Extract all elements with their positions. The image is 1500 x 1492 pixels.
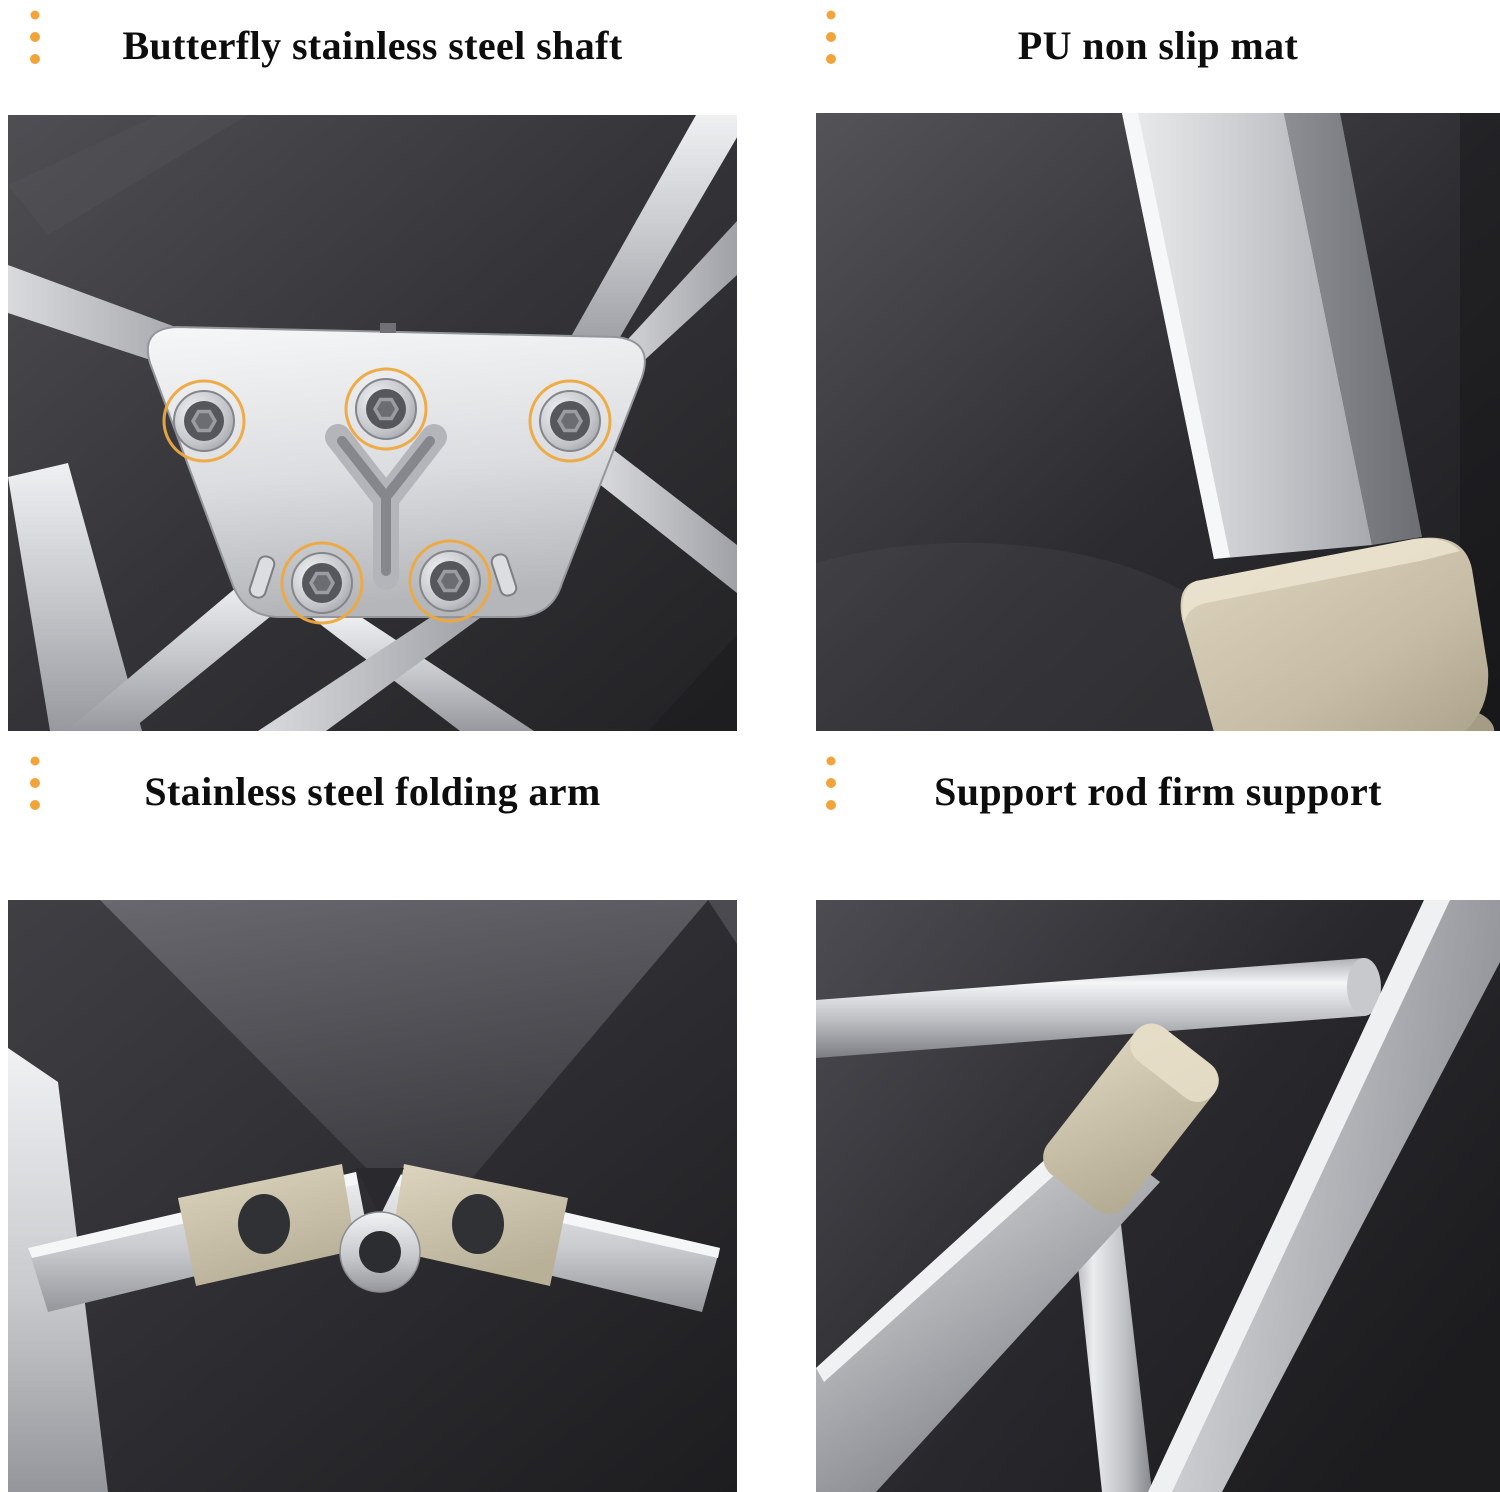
feature-title-butterfly-shaft: Butterfly stainless steel shaft [122, 22, 623, 68]
pu-mat-illustration [816, 113, 1500, 731]
feature-title-folding-arm: Stainless steel folding arm [144, 768, 601, 814]
accent-dots-icon [30, 10, 40, 64]
pu-mat-image [816, 113, 1500, 731]
folding-arm-image [8, 900, 737, 1492]
butterfly-shaft-image [8, 115, 737, 731]
accent-dots-icon [826, 10, 836, 64]
butterfly-shaft-illustration [8, 115, 737, 731]
accent-dots-icon [30, 756, 40, 810]
support-rod-image [816, 900, 1500, 1492]
feature-title-pu-mat: PU non slip mat [1017, 22, 1299, 68]
support-rod-illustration [816, 900, 1500, 1492]
accent-dots-icon [826, 756, 836, 810]
feature-title-support-rod: Support rod firm support [934, 768, 1382, 814]
caption-folding-arm: Stainless steel folding arm [0, 752, 745, 830]
caption-pu-mat: PU non slip mat [816, 6, 1500, 84]
caption-support-rod: Support rod firm support [816, 752, 1500, 830]
caption-butterfly-shaft: Butterfly stainless steel shaft [0, 6, 745, 84]
folding-arm-illustration [8, 900, 737, 1492]
